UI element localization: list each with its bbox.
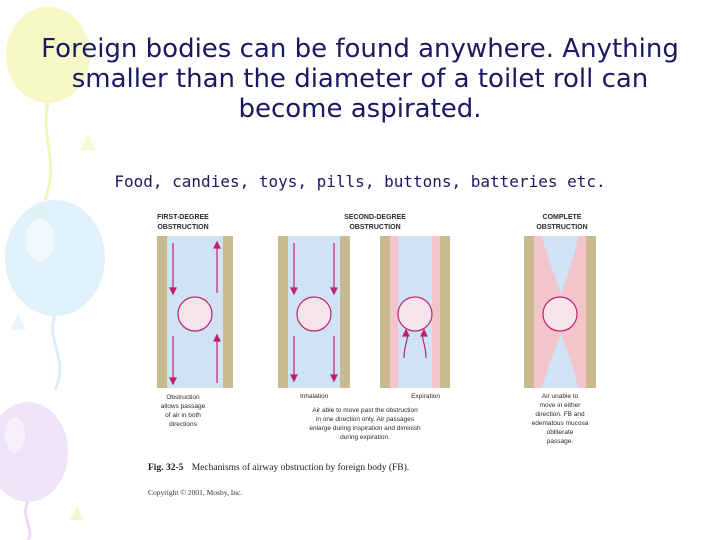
slide-title: Foreign bodies can be found anywhere. An… [40, 34, 680, 124]
foreign-body [297, 297, 331, 331]
foreign-body [178, 297, 212, 331]
panel-second-heading-1: SECOND-DEGREE [344, 214, 406, 221]
panel-second-degree: SECOND-DEGREE OBSTRUCTION Inhalation Exp… [278, 214, 450, 441]
panel-first-caption-2: allows passage [161, 403, 206, 410]
airway-wall-right [586, 236, 596, 388]
figure-caption-number: Fig. 32-5 [148, 463, 184, 473]
airway-wall-right [440, 236, 450, 388]
panel-first-heading-1: FIRST-DEGREE [157, 214, 209, 221]
slide-subtitle: Food, candies, toys, pills, buttons, bat… [60, 172, 660, 191]
panel-first-caption-3: of air in both [165, 412, 201, 419]
panel-complete-caption-5: obliterate [547, 429, 574, 436]
panel-second-caption-4: during expiration. [340, 434, 390, 441]
figure-copyright: Copyright © 2001, Mosby, Inc. [148, 488, 242, 497]
panel-complete-heading-1: COMPLETE [543, 214, 582, 221]
airway-wall-left [524, 236, 534, 388]
airway-wall-right [340, 236, 350, 388]
panel-complete-caption-4: edematous mucosa [532, 420, 589, 427]
airway-obstruction-figure: FIRST-DEGREE OBSTRUCTION Obstruction all… [140, 208, 610, 508]
panel-complete-caption-6: passage. [547, 438, 574, 445]
panel-first-caption-4: directions [169, 421, 198, 428]
blue-balloon-graphic [5, 200, 105, 390]
airway-wall-right [223, 236, 233, 388]
panel-complete-heading-2: OBSTRUCTION [536, 224, 587, 231]
panel-complete-caption-3: direction. FB and [535, 411, 585, 418]
figure-caption-text: Mechanisms of airway obstruction by fore… [192, 462, 409, 473]
airway-wall-left [380, 236, 390, 388]
panel-second-caption-1: Air able to move past the obstruction [312, 407, 418, 414]
figure-caption: Fig. 32-5 Mechanisms of airway obstructi… [148, 462, 409, 473]
purple-balloon-graphic [0, 402, 84, 540]
foreign-body [543, 297, 577, 331]
label-inhalation: Inhalation [300, 393, 329, 400]
panel-complete: COMPLETE OBSTRUCTION Air unable to move … [524, 214, 596, 445]
panel-second-caption-3: enlarge during inspiration and diminish [309, 425, 421, 432]
panel-complete-caption-2: move in either [540, 402, 582, 409]
panel-first-caption-1: Obstruction [166, 394, 200, 401]
foreign-body [398, 297, 432, 331]
panel-first-heading-2: OBSTRUCTION [157, 224, 208, 231]
airway-wall-left [278, 236, 288, 388]
panel-first-degree: FIRST-DEGREE OBSTRUCTION Obstruction all… [157, 214, 233, 428]
panel-second-caption-2: in one direction only. Air passages [316, 416, 415, 423]
panel-complete-caption-1: Air unable to [542, 393, 579, 400]
panel-second-heading-2: OBSTRUCTION [349, 224, 400, 231]
label-expiration: Expiration [411, 393, 440, 400]
airway-wall-left [157, 236, 167, 388]
